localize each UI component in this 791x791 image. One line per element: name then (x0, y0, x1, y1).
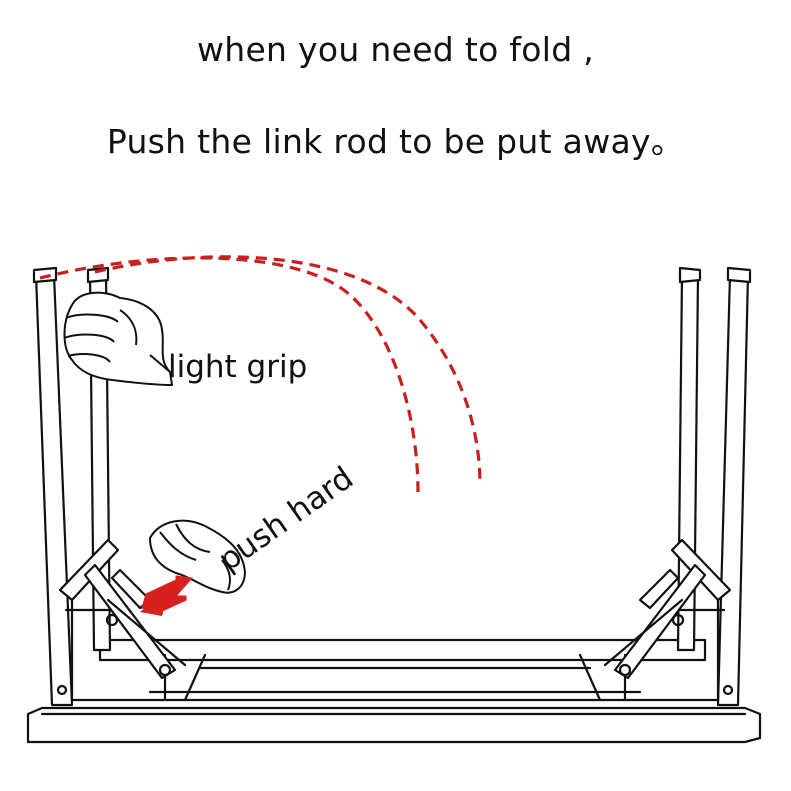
label-push-hard: push hard (212, 460, 360, 579)
push-hand-icon (149, 519, 246, 594)
push-arrow-icon (140, 575, 194, 616)
caption-line-2: Push the link rod to be put away。 (106, 122, 685, 161)
grip-hand-icon (63, 291, 173, 386)
table-top (26, 698, 762, 744)
fold-path-dashes (39, 255, 482, 493)
right-leg-outer (716, 266, 752, 707)
caption-line-1: when you need to fold , (196, 30, 595, 69)
left-link-rod (56, 538, 187, 702)
label-light-grip: light grip (168, 349, 307, 385)
right-link-rod (603, 538, 734, 702)
table-frame (98, 638, 707, 702)
